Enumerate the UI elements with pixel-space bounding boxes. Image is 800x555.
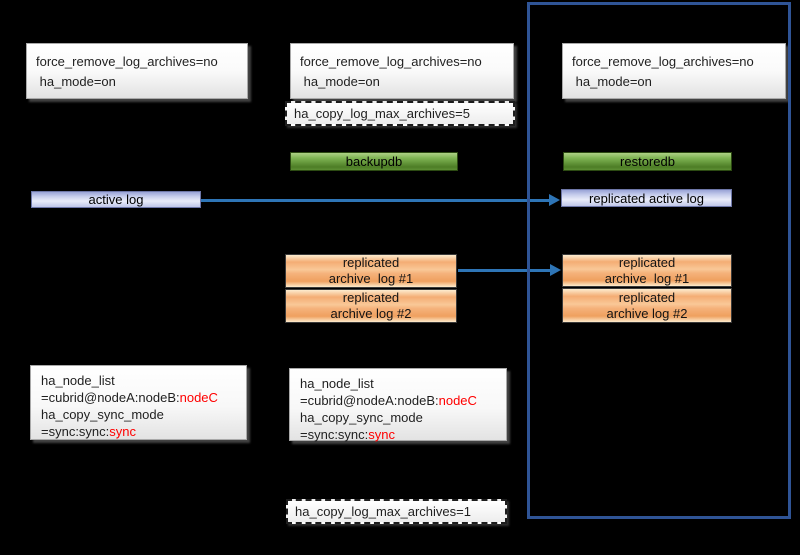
red-nodec-text: nodeC [438, 393, 477, 408]
sync-line-1: ha_node_list [41, 373, 115, 388]
replicated-active-log-box: replicated active log [561, 189, 732, 207]
mid-archive-log-2-box: replicated archive log #2 [285, 289, 457, 323]
right-archive-log-1-box: replicated archive log #1 [562, 254, 732, 287]
sync-config-box-middle: ha_node_list =cubrid@nodeA:nodeB:nodeC h… [289, 368, 507, 442]
config-box-middle: force_remove_log_archives=no ha_mode=on [290, 43, 514, 99]
active-log-box: active log [31, 191, 201, 208]
arrowhead-icon [549, 194, 560, 206]
red-nodec-text: nodeC [179, 390, 218, 405]
sync-line-2: =cubrid@nodeA:nodeB:nodeC [41, 390, 218, 405]
arrow-shaft [458, 268, 550, 272]
sync-line-3: ha_copy_sync_mode [300, 410, 423, 425]
param-box-max-archives-1: ha_copy_log_max_archives=1 [286, 499, 507, 524]
config-box-right: force_remove_log_archives=no ha_mode=on [562, 43, 786, 99]
restoredb-box: restoredb [563, 152, 732, 171]
red-sync-text: sync [368, 427, 396, 442]
sync-line-1: ha_node_list [300, 376, 374, 391]
arrow-shaft [201, 198, 549, 202]
active-log-replication-arrow [201, 193, 560, 207]
sync-line-4: =sync:sync:sync [41, 424, 137, 439]
arrowhead-icon [550, 264, 561, 276]
config-box-left: force_remove_log_archives=no ha_mode=on [26, 43, 248, 99]
archive-log-replication-arrow [458, 263, 561, 277]
right-archive-log-2-box: replicated archive log #2 [562, 288, 732, 323]
mid-archive-log-1-box: replicated archive log #1 [285, 254, 457, 288]
slave-node-container-rect [527, 2, 791, 519]
sync-line-4: =sync:sync:sync [300, 427, 396, 442]
param-box-max-archives-5: ha_copy_log_max_archives=5 [285, 101, 515, 126]
sync-line-2: =cubrid@nodeA:nodeB:nodeC [300, 393, 477, 408]
sync-line-3: ha_copy_sync_mode [41, 407, 164, 422]
backupdb-box: backupdb [290, 152, 458, 171]
red-sync-text: sync [109, 424, 137, 439]
sync-config-box-left: ha_node_list =cubrid@nodeA:nodeB:nodeC h… [30, 365, 247, 440]
